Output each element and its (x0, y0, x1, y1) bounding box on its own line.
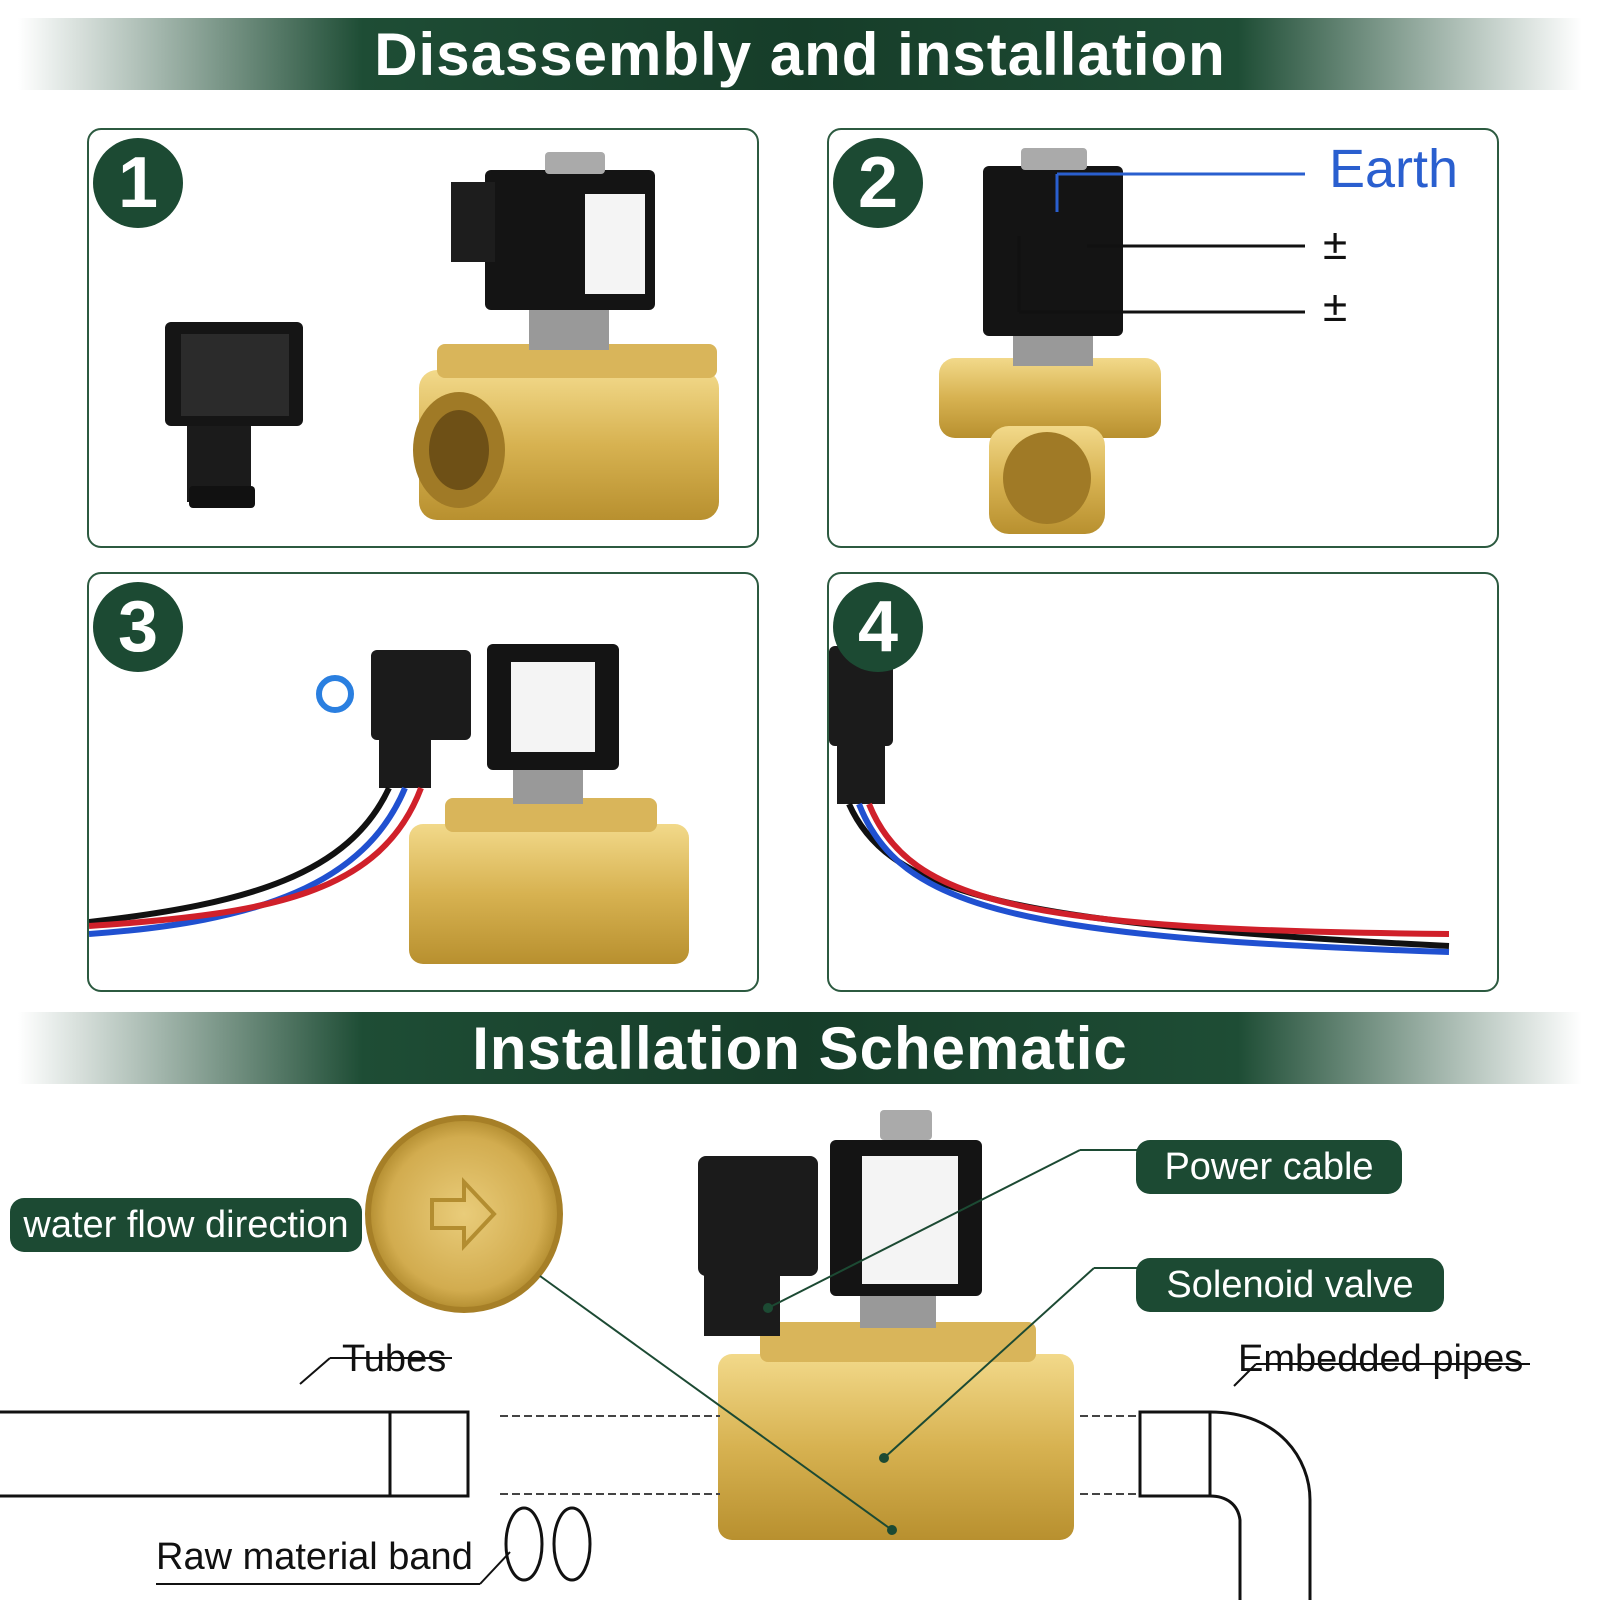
section-title: Disassembly and installation (374, 20, 1226, 88)
section-title: Installation Schematic (472, 1014, 1128, 1082)
water-flow-label: water flow direction (10, 1198, 362, 1252)
step-panel-3: 3 (87, 572, 759, 992)
step-panel-4: 4 (827, 572, 1499, 992)
tubes-label: Tubes (342, 1338, 447, 1380)
step-number-badge: 2 (833, 138, 923, 228)
valve-cable-illustration (89, 644, 689, 964)
section-banner-disassembly: Disassembly and installation (18, 18, 1582, 90)
step-panel-1: 1 (87, 128, 759, 548)
step-number-badge: 4 (833, 582, 923, 672)
earth-label: Earth (1329, 139, 1459, 199)
section-banner-schematic: Installation Schematic (18, 1012, 1582, 1084)
step-number-badge: 3 (93, 582, 183, 672)
raw-material-band-label: Raw material band (156, 1536, 473, 1578)
installation-schematic (0, 1110, 1530, 1600)
step-number-badge: 1 (93, 138, 183, 228)
valve-illustration (165, 152, 719, 520)
embedded-pipes-label: Embedded pipes (1238, 1338, 1524, 1380)
step-panel-2: 2 Earth ± ± (827, 128, 1499, 548)
power-cable-label: Power cable (1136, 1140, 1402, 1194)
solenoid-valve-label: Solenoid valve (1136, 1258, 1444, 1312)
cable-routing-illustration (829, 646, 1450, 955)
terminal-label: ± (1323, 220, 1348, 269)
valve-wiring-illustration (939, 148, 1305, 534)
terminal-label: ± (1323, 282, 1348, 331)
